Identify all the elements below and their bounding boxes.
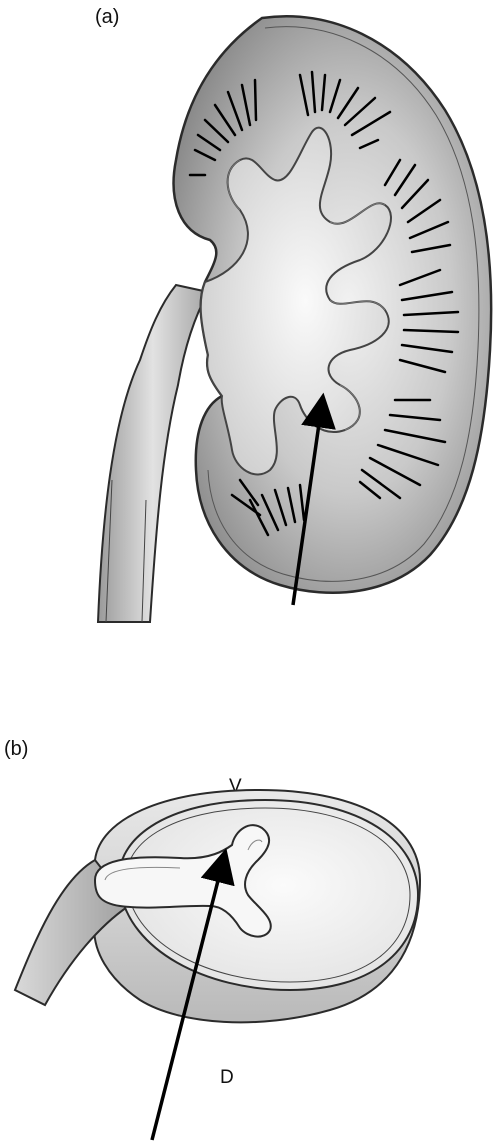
ureter [98, 285, 208, 622]
